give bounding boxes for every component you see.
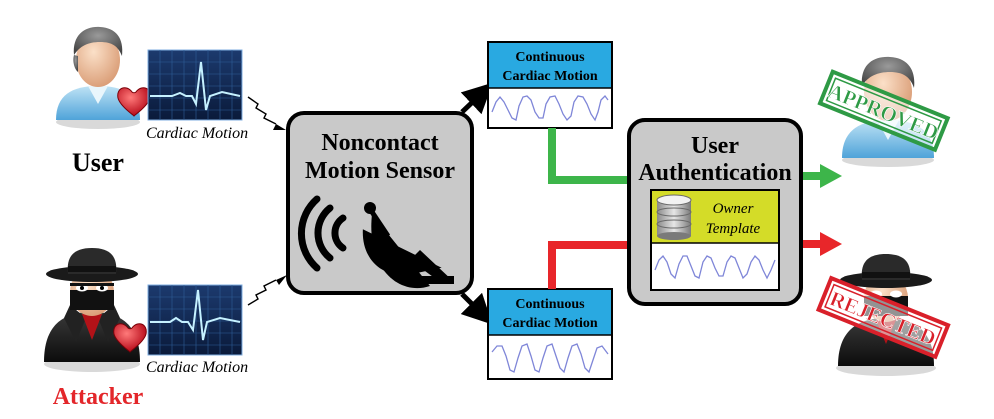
auth-title-line2: Authentication xyxy=(638,160,791,186)
heart-icon xyxy=(117,87,151,117)
arrow-sensor-to-bottom xyxy=(460,292,493,325)
authentication-box: User Authentication Owner Template xyxy=(627,118,803,306)
sensor-title-line1: Noncontact xyxy=(321,130,438,156)
motion-bottom-title-line1: Continuous xyxy=(515,297,585,312)
radio-waves-icon xyxy=(297,195,347,272)
owner-template-waveform xyxy=(654,254,776,280)
user-label: User xyxy=(72,148,124,177)
ecg-monitor-user xyxy=(147,49,243,121)
sensor-title-line2: Motion Sensor xyxy=(305,158,455,184)
motion-top-title-line2: Cardiac Motion xyxy=(502,69,597,84)
satellite-dish-icon xyxy=(362,202,454,289)
wireless-signal-bottom xyxy=(247,279,277,306)
motion-bottom-waveform xyxy=(491,343,609,374)
motion-panel-top: Continuous Cardiac Motion xyxy=(487,41,613,129)
database-icon xyxy=(656,194,692,240)
motion-bottom-title-line2: Cardiac Motion xyxy=(502,316,597,331)
owner-template-panel: Owner Template xyxy=(650,189,780,291)
cardiac-motion-label-bottom: Cardiac Motion xyxy=(146,359,248,376)
approved-path-arrow xyxy=(548,128,842,188)
rejected-path-arrow xyxy=(548,232,842,289)
user-avatar xyxy=(56,26,140,129)
auth-title-line1: User xyxy=(691,133,739,159)
motion-sensor-box: Noncontact Motion Sensor xyxy=(286,111,474,295)
arrow-sensor-to-top xyxy=(460,82,493,115)
owner-template-line2: Template xyxy=(706,221,761,237)
ecg-monitor-attacker xyxy=(147,284,243,356)
heart-icon-attacker xyxy=(113,323,147,353)
motion-panel-bottom: Continuous Cardiac Motion xyxy=(487,288,613,380)
owner-template-line1: Owner xyxy=(713,201,754,217)
motion-top-waveform xyxy=(491,95,609,122)
motion-top-title-line1: Continuous xyxy=(515,50,585,65)
wireless-signal-top xyxy=(247,96,277,125)
attacker-label: Attacker xyxy=(53,384,144,410)
cardiac-motion-label-top: Cardiac Motion xyxy=(146,125,248,142)
attacker-avatar xyxy=(44,248,140,372)
